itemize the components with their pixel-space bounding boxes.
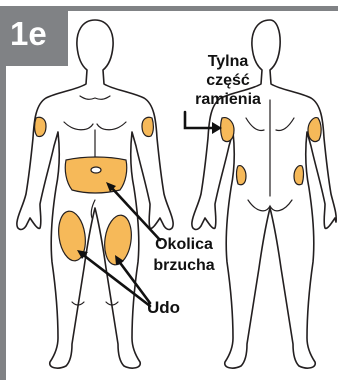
abdomen-label: Okolica brzucha [144, 234, 224, 276]
step-badge: 1e [0, 6, 68, 66]
abdomen-site [65, 157, 127, 193]
abdomen-label-line2: brzucha [144, 255, 224, 276]
navel [91, 167, 101, 173]
upper-arm-label: Tylna część ramienia [178, 52, 278, 109]
thigh-label: Udo [147, 298, 197, 318]
abdomen-label-line1: Okolica [144, 234, 224, 255]
upper-arm-label-line2: część [178, 71, 278, 90]
front-upper-arm-left-site [35, 117, 46, 136]
front-upper-arm-right-site [142, 117, 153, 136]
upper-arm-label-line3: ramienia [178, 90, 278, 109]
upper-arm-label-line1: Tylna [178, 52, 278, 71]
